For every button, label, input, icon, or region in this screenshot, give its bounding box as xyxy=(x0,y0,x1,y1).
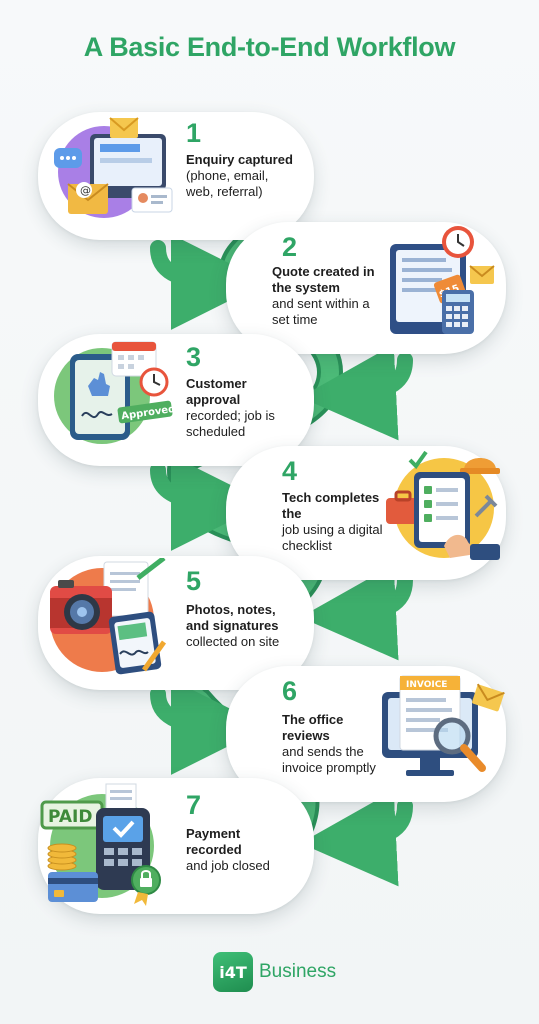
arrow-3-4 xyxy=(150,454,267,551)
step-4-number: 4 xyxy=(282,456,298,486)
photos-notes-icon xyxy=(50,558,167,675)
invoice-icon: INVOICE xyxy=(382,675,505,776)
step-4-detail: job using a digital checklist xyxy=(282,522,383,553)
step-4-title: Tech completes the xyxy=(282,490,380,521)
step-7-detail: and job closed xyxy=(186,858,270,873)
step-2-detail: and sent within a set time xyxy=(272,296,370,327)
approval-icon: Approved xyxy=(54,341,176,444)
step-2-number: 2 xyxy=(282,232,298,262)
step-6-number: 6 xyxy=(282,676,298,706)
arrow-4-5 xyxy=(300,564,413,661)
paid-sign: PAID xyxy=(48,807,93,827)
step-6-detail: and sends the invoice promptly xyxy=(282,744,376,775)
quote-icon: $15 xyxy=(390,226,495,334)
arrow-1-2 xyxy=(150,233,267,330)
step-4-text: Tech completes the job using a digital c… xyxy=(282,490,394,554)
step-5-detail: collected on site xyxy=(186,634,280,649)
step-3-title: Customer approval xyxy=(186,376,247,407)
step-5-number: 5 xyxy=(186,566,202,596)
enquiry-icon: @ xyxy=(54,117,173,218)
step-2-text: Quote created in the system and sent wit… xyxy=(272,264,382,328)
step-3-text: Customer approval recorded; job is sched… xyxy=(186,376,282,440)
arrow-6-7 xyxy=(300,790,413,887)
arrow-5-6 xyxy=(150,678,267,775)
step-1-number: 1 xyxy=(186,118,202,148)
step-2-title: Quote created in the system xyxy=(272,264,375,295)
step-7-title: Payment recorded xyxy=(186,826,242,857)
payment-icon: PAID xyxy=(40,783,161,906)
step-1-text: Enquiry captured (phone, email, web, ref… xyxy=(186,152,296,200)
step-5-title: Photos, notes, and signatures xyxy=(186,602,279,633)
step-7-text: Payment recorded and job closed xyxy=(186,826,286,874)
invoice-label: INVOICE xyxy=(406,680,447,690)
step-5-text: Photos, notes, and signatures collected … xyxy=(186,602,302,650)
brand-badge: i4T xyxy=(213,952,253,992)
brand-logo: i4T Business xyxy=(213,952,336,992)
step-1-title: Enquiry captured xyxy=(186,152,293,167)
step-3-detail: recorded; job is scheduled xyxy=(186,408,275,439)
brand-name: Business xyxy=(259,961,337,982)
step-1-detail: (phone, email, web, referral) xyxy=(186,168,269,199)
checklist-icon xyxy=(386,450,500,560)
step-6-text: The office reviews and sends the invoice… xyxy=(282,712,384,776)
step-7-number: 7 xyxy=(186,790,202,820)
svg-text:@: @ xyxy=(80,184,91,197)
arrow-2-3 xyxy=(300,344,413,441)
step-6-title: The office reviews xyxy=(282,712,344,743)
page-title: A Basic End-to-End Workflow xyxy=(83,32,456,62)
step-3-number: 3 xyxy=(186,342,202,372)
